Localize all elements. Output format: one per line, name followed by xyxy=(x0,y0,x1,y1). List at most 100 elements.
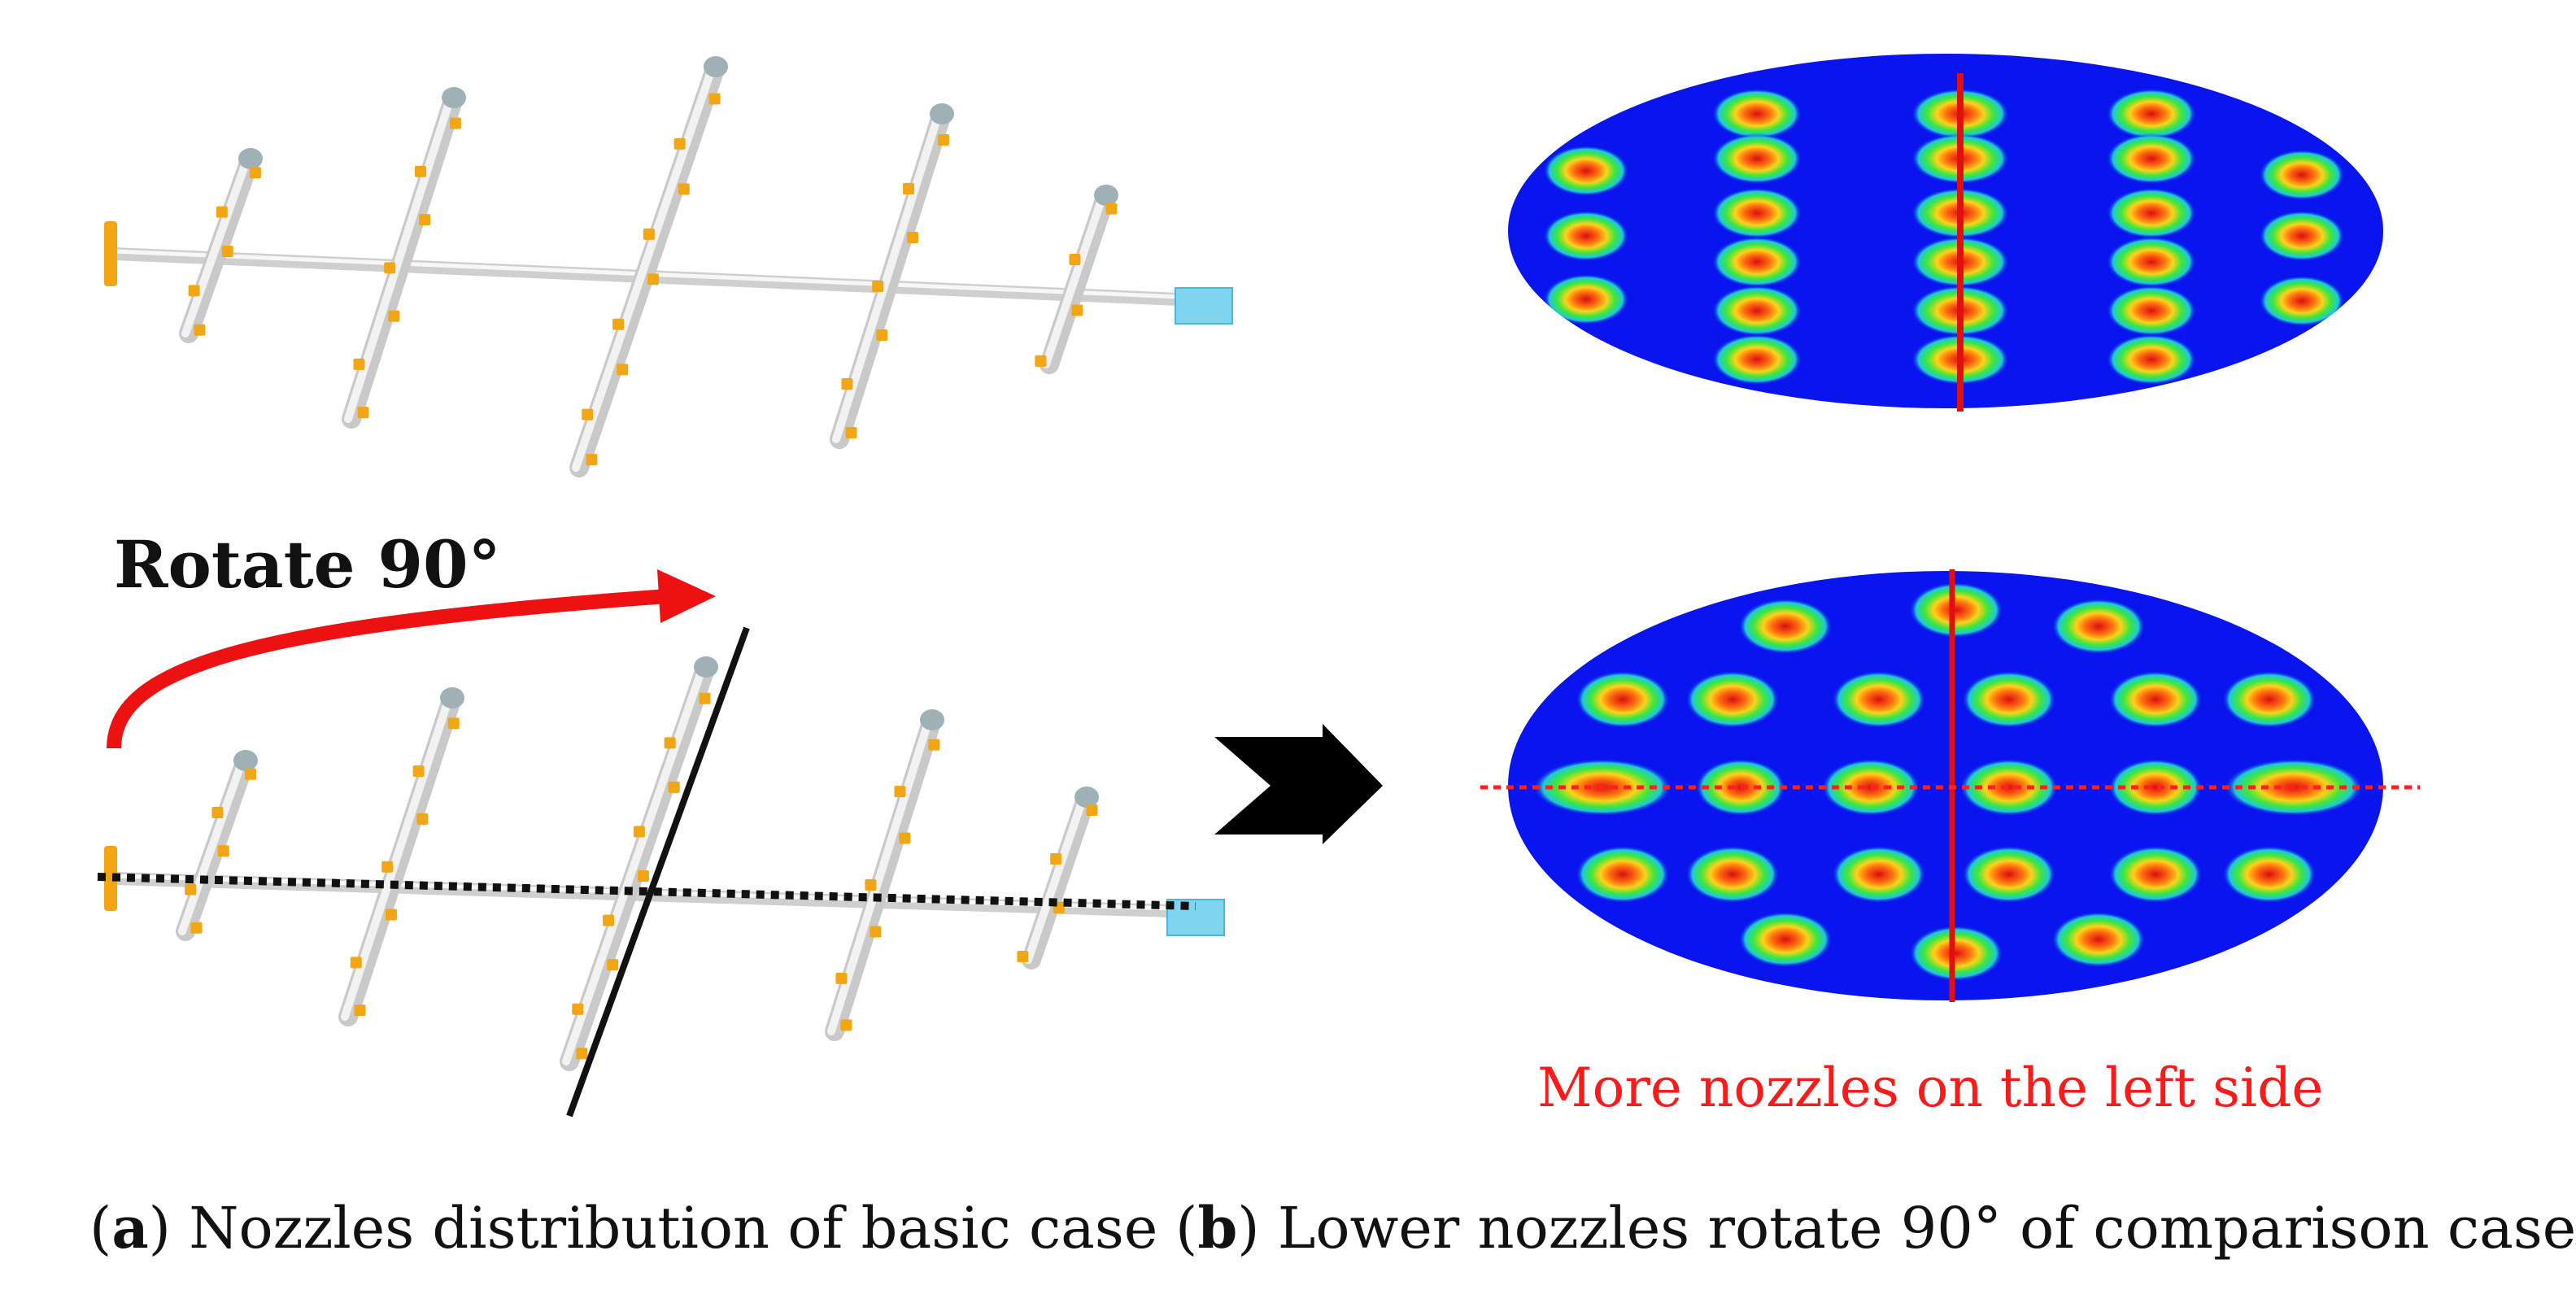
nozzle xyxy=(221,245,233,257)
nozzle xyxy=(872,281,884,292)
spray-spot xyxy=(1543,146,1629,196)
spray-spot xyxy=(1738,912,1833,967)
spray-spot xyxy=(2108,759,2203,816)
spray-spot xyxy=(1712,285,1802,336)
nozzle xyxy=(647,273,659,285)
nozzle xyxy=(447,717,460,730)
spray-spot xyxy=(2107,89,2196,139)
pipe-cap xyxy=(704,56,728,77)
rotate-label: Rotate 90° xyxy=(114,526,501,603)
spray-spot xyxy=(2108,846,2203,903)
nozzle xyxy=(185,883,197,896)
nozzle xyxy=(937,134,949,146)
spray-spot xyxy=(1962,671,2056,728)
rotated-axis-line xyxy=(566,626,750,1118)
nozzle xyxy=(637,870,649,882)
nozzle xyxy=(572,1003,584,1015)
nozzle xyxy=(845,427,857,438)
branch-pipe-highlight xyxy=(832,110,943,443)
nozzle xyxy=(416,813,429,825)
nozzle xyxy=(1017,951,1029,962)
direction-arrow xyxy=(1214,724,1383,844)
nozzle xyxy=(928,739,940,751)
caption-a-text: Nozzles distribution of basic case xyxy=(189,1195,1158,1262)
spray-spot xyxy=(2222,671,2317,728)
pipe-cap xyxy=(920,709,944,730)
spray-spot xyxy=(1832,671,1926,728)
nozzle xyxy=(678,183,690,195)
header-axis-dotted xyxy=(97,873,1196,910)
nozzle xyxy=(603,914,615,926)
pipe-cap xyxy=(1094,185,1118,206)
nozzle xyxy=(350,957,362,969)
branch-pipe-highlight xyxy=(1024,793,1087,964)
nozzle xyxy=(907,232,919,243)
nozzle xyxy=(664,737,676,749)
nozzle xyxy=(643,228,655,240)
branch-pipe-highlight xyxy=(572,63,717,472)
nozzle xyxy=(899,832,911,844)
nozzle xyxy=(190,922,203,934)
inlet-flange xyxy=(104,221,117,286)
nozzle xyxy=(1071,304,1083,316)
branch-pipe-highlight xyxy=(341,694,453,1021)
nozzle xyxy=(381,861,394,873)
nozzle xyxy=(586,454,598,466)
nozzle xyxy=(870,926,882,938)
spray-spot xyxy=(2051,912,2146,967)
spray-spot xyxy=(1685,671,1780,728)
outlet-box xyxy=(1175,287,1233,325)
spray-spot xyxy=(2107,334,2196,385)
nozzle xyxy=(1050,853,1062,865)
spray-spot xyxy=(2107,237,2196,287)
nozzle xyxy=(357,407,369,419)
nozzle xyxy=(633,826,645,838)
branch-pipe-highlight xyxy=(827,716,933,1035)
nozzle xyxy=(1105,203,1118,215)
spray-spot xyxy=(2107,285,2196,336)
nozzle xyxy=(903,183,915,194)
branch-pipe-highlight xyxy=(1042,191,1107,368)
spray-spot xyxy=(1962,846,2056,903)
nozzle xyxy=(708,93,721,105)
sprinkler-assembly-rotated xyxy=(97,626,1225,1118)
spray-heatmap-basic xyxy=(1508,54,2383,412)
branch-pipe-highlight xyxy=(178,756,246,935)
sprinkler-assembly-basic xyxy=(104,56,1233,477)
caption-a: (a) Nozzles distribution of basic case xyxy=(89,1194,1158,1262)
nozzle xyxy=(876,329,888,341)
nozzle xyxy=(840,1019,852,1031)
caption-b-text: Lower nozzles rotate 90° of comparison c… xyxy=(1277,1195,2576,1262)
spray-spot xyxy=(2051,599,2146,654)
spray-spot xyxy=(2107,188,2196,238)
spray-spot xyxy=(2259,211,2345,261)
spray-spot xyxy=(2259,276,2345,326)
nozzle xyxy=(835,972,848,984)
nozzle xyxy=(211,807,224,819)
nozzle xyxy=(419,214,431,226)
nozzle xyxy=(865,878,877,891)
spray-spot xyxy=(1960,759,2058,816)
spray-spot xyxy=(1576,846,1670,903)
spray-spot xyxy=(2108,671,2203,728)
note-text: More nozzles on the left side xyxy=(1537,1057,2323,1119)
spray-spot xyxy=(1909,926,2003,981)
spray-spot xyxy=(1909,582,2003,638)
nozzle xyxy=(612,318,625,330)
nozzle xyxy=(412,765,425,778)
branch-pipe-highlight xyxy=(344,94,455,423)
nozzle xyxy=(245,768,257,780)
nozzle xyxy=(384,262,396,274)
branch-pipe-highlight xyxy=(181,155,251,338)
caption-b-letter: b xyxy=(1197,1194,1238,1262)
spray-spot xyxy=(2259,150,2345,200)
nozzle xyxy=(673,137,686,150)
nozzle xyxy=(699,692,711,704)
spray-spot xyxy=(1832,846,1926,903)
nozzle xyxy=(582,408,594,421)
spray-spot xyxy=(1712,237,1802,287)
pipe-cap xyxy=(442,87,466,108)
nozzle xyxy=(576,1048,588,1060)
pipe-cap xyxy=(694,656,718,678)
